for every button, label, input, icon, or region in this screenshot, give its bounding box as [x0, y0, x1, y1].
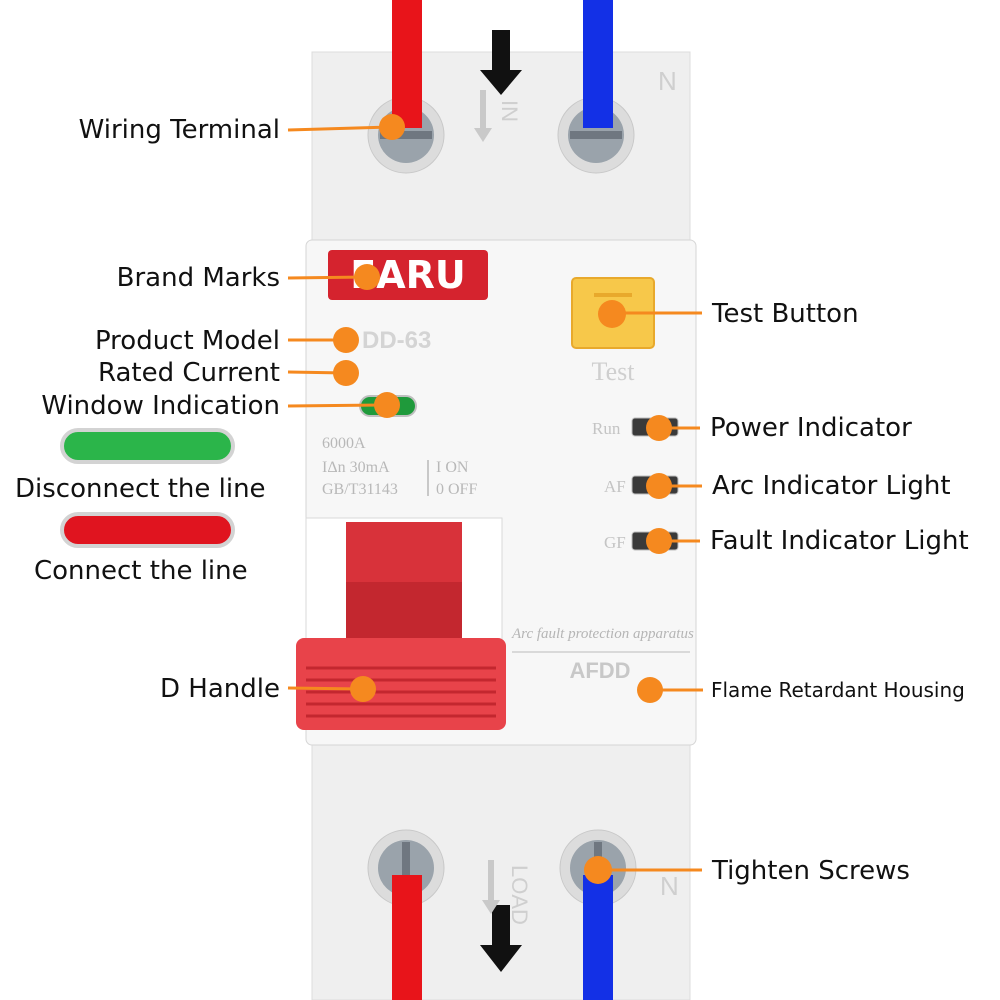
neutral-wire-bottom: [583, 875, 613, 1000]
marker-power-indicator: [646, 415, 672, 441]
test-button-label: Test: [592, 357, 636, 386]
callout-d-handle: D Handle: [160, 674, 280, 704]
arrow-faint-bottom-icon: [482, 860, 500, 914]
spec-line-3b: 0 OFF: [436, 481, 477, 498]
leader-wiring-terminal: [287, 125, 393, 132]
d-handle[interactable]: [296, 638, 506, 730]
device-model-text: DD-63: [362, 327, 431, 354]
spec-line-1: 6000A: [322, 435, 366, 452]
spec-line-3a: GB/T31143: [322, 481, 398, 498]
live-wire-bottom: [392, 875, 422, 1000]
legend-red-pill: [60, 512, 235, 548]
legend-green-pill: [60, 428, 235, 464]
arrow-down-top-icon: [480, 30, 522, 95]
callout-rated-current: Rated Current: [97, 358, 280, 388]
marker-window-indication: [374, 392, 400, 418]
marker-test-button: [598, 300, 626, 328]
marker-fault-indicator: [646, 528, 672, 554]
terminal-n-bottom-label: N: [660, 871, 679, 901]
marker-d-handle: [350, 676, 376, 702]
marker-tighten-screws: [584, 856, 612, 884]
callout-brand-marks: Brand Marks: [116, 263, 280, 293]
indicator-af-label: AF: [604, 477, 626, 496]
callout-fault-indicator: Fault Indicator Light: [710, 526, 969, 556]
indicator-gf-label: GF: [604, 533, 626, 552]
terminal-load-label: LOAD: [507, 865, 532, 925]
live-wire-top: [392, 0, 422, 128]
callout-power-indicator: Power Indicator: [710, 413, 912, 443]
leader-window-indication: [287, 403, 388, 408]
callout-tighten-screws: Tighten Screws: [712, 856, 910, 886]
callout-wiring-terminal: Wiring Terminal: [78, 115, 280, 145]
marker-arc-indicator: [646, 473, 672, 499]
callout-arc-indicator: Arc Indicator Light: [712, 471, 951, 501]
leader-brand-marks: [287, 275, 368, 280]
legend-connect-caption: Connect the line: [34, 556, 248, 586]
marker-rated-current: [333, 360, 359, 386]
callout-flame-housing: Flame Retardant Housing: [711, 678, 965, 702]
arrow-faint-top-icon: [474, 90, 492, 142]
product-desc-text: Arc fault protection apparatus: [511, 626, 694, 642]
legend-disconnect-caption: Disconnect the line: [15, 474, 266, 504]
indicator-run-label: Run: [592, 419, 621, 438]
arrow-down-bottom-icon: [480, 905, 522, 972]
marker-flame-housing: [637, 677, 663, 703]
test-button-bar: [594, 293, 632, 297]
callout-test-button: Test Button: [712, 299, 859, 329]
marker-brand-marks: [354, 264, 380, 290]
product-type-text: AFDD: [569, 658, 630, 683]
spec-line-2a: IΔn 30mA: [322, 459, 390, 476]
callout-product-model: Product Model: [94, 326, 280, 356]
neutral-wire-top: [583, 0, 613, 128]
spec-line-2b: I ON: [436, 459, 469, 476]
terminal-in-label: IN: [497, 100, 522, 122]
marker-product-model: [333, 327, 359, 353]
terminal-n-top-label: N: [658, 66, 677, 96]
callout-window-indication: Window Indication: [41, 391, 280, 421]
handle-lever-shade: [346, 582, 462, 638]
marker-wiring-terminal: [379, 114, 405, 140]
